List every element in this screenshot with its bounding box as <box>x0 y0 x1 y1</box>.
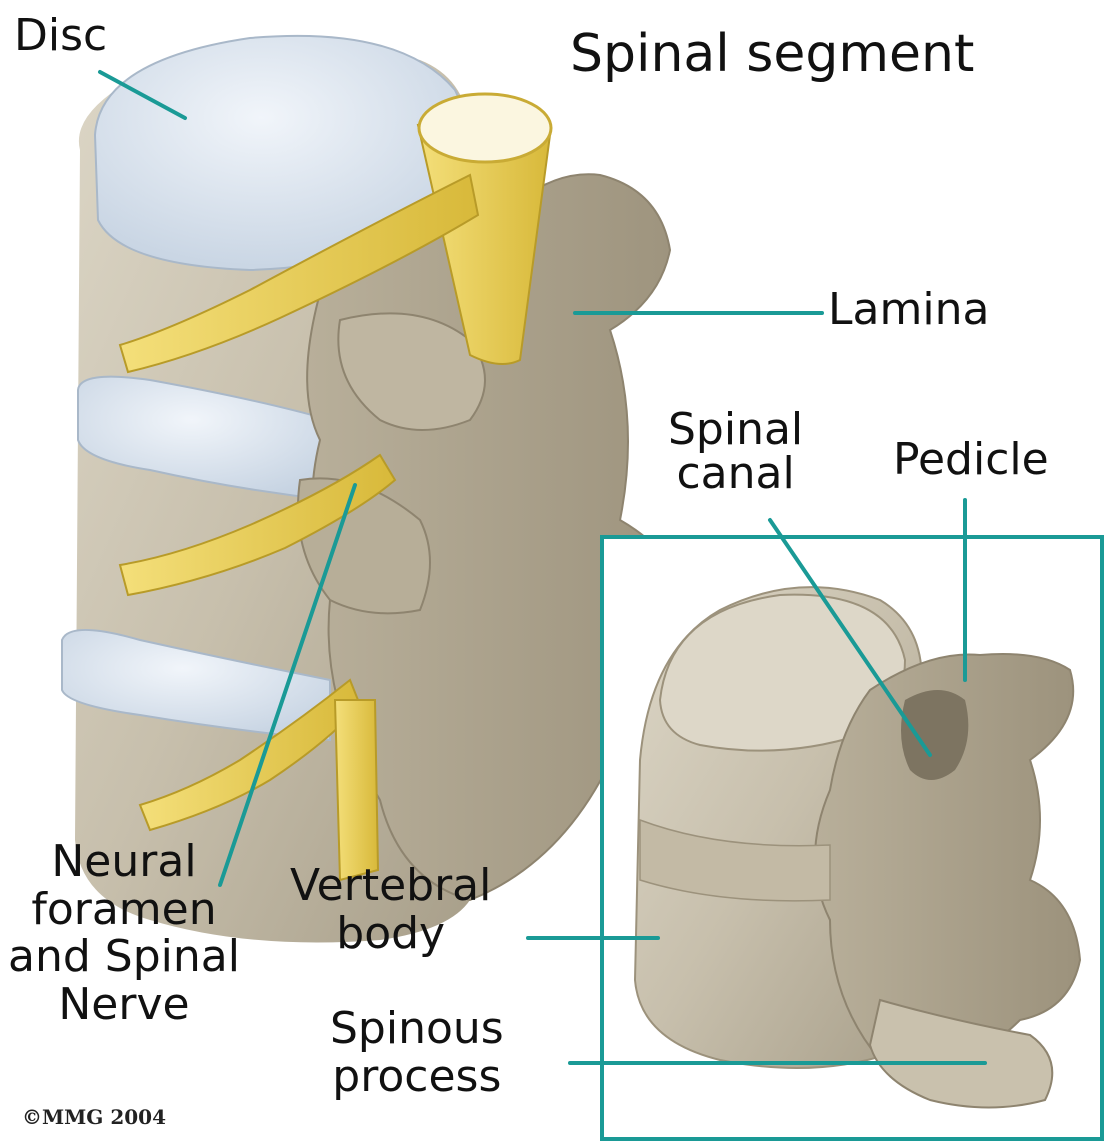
neural-foramen-label: Neural foramen and Spinal Nerve <box>8 838 240 1028</box>
vertebral-body-label-line-1: Vertebral <box>290 862 491 910</box>
spinal-canal-label: Spinal canal <box>668 408 803 496</box>
spinous-process-label-line-2: process <box>330 1053 504 1101</box>
pedicle-label: Pedicle <box>893 438 1049 482</box>
vertebral-body-label: Vertebral body <box>290 862 491 957</box>
spinal-canal-label-line-2: canal <box>668 452 803 496</box>
neural-foramen-label-line-1: Neural <box>8 838 240 886</box>
descending-nerve <box>335 700 378 880</box>
spinous-process-label: Spinous process <box>330 1005 504 1100</box>
lamina-label: Lamina <box>828 288 989 332</box>
neural-foramen-label-line-2: foramen <box>8 886 240 934</box>
neural-foramen-label-line-3: and Spinal <box>8 933 240 981</box>
copyright-notice: ©MMG 2004 <box>22 1105 166 1129</box>
spinal-canal-label-line-1: Spinal <box>668 408 803 452</box>
spinous-process-label-line-1: Spinous <box>330 1005 504 1053</box>
spinal-cord-cross-section <box>419 94 551 162</box>
neural-foramen-label-line-4: Nerve <box>8 981 240 1029</box>
disc-label: Disc <box>14 14 107 58</box>
vertebral-body-label-line-2: body <box>290 910 491 958</box>
diagram-title: Spinal segment <box>570 28 974 80</box>
